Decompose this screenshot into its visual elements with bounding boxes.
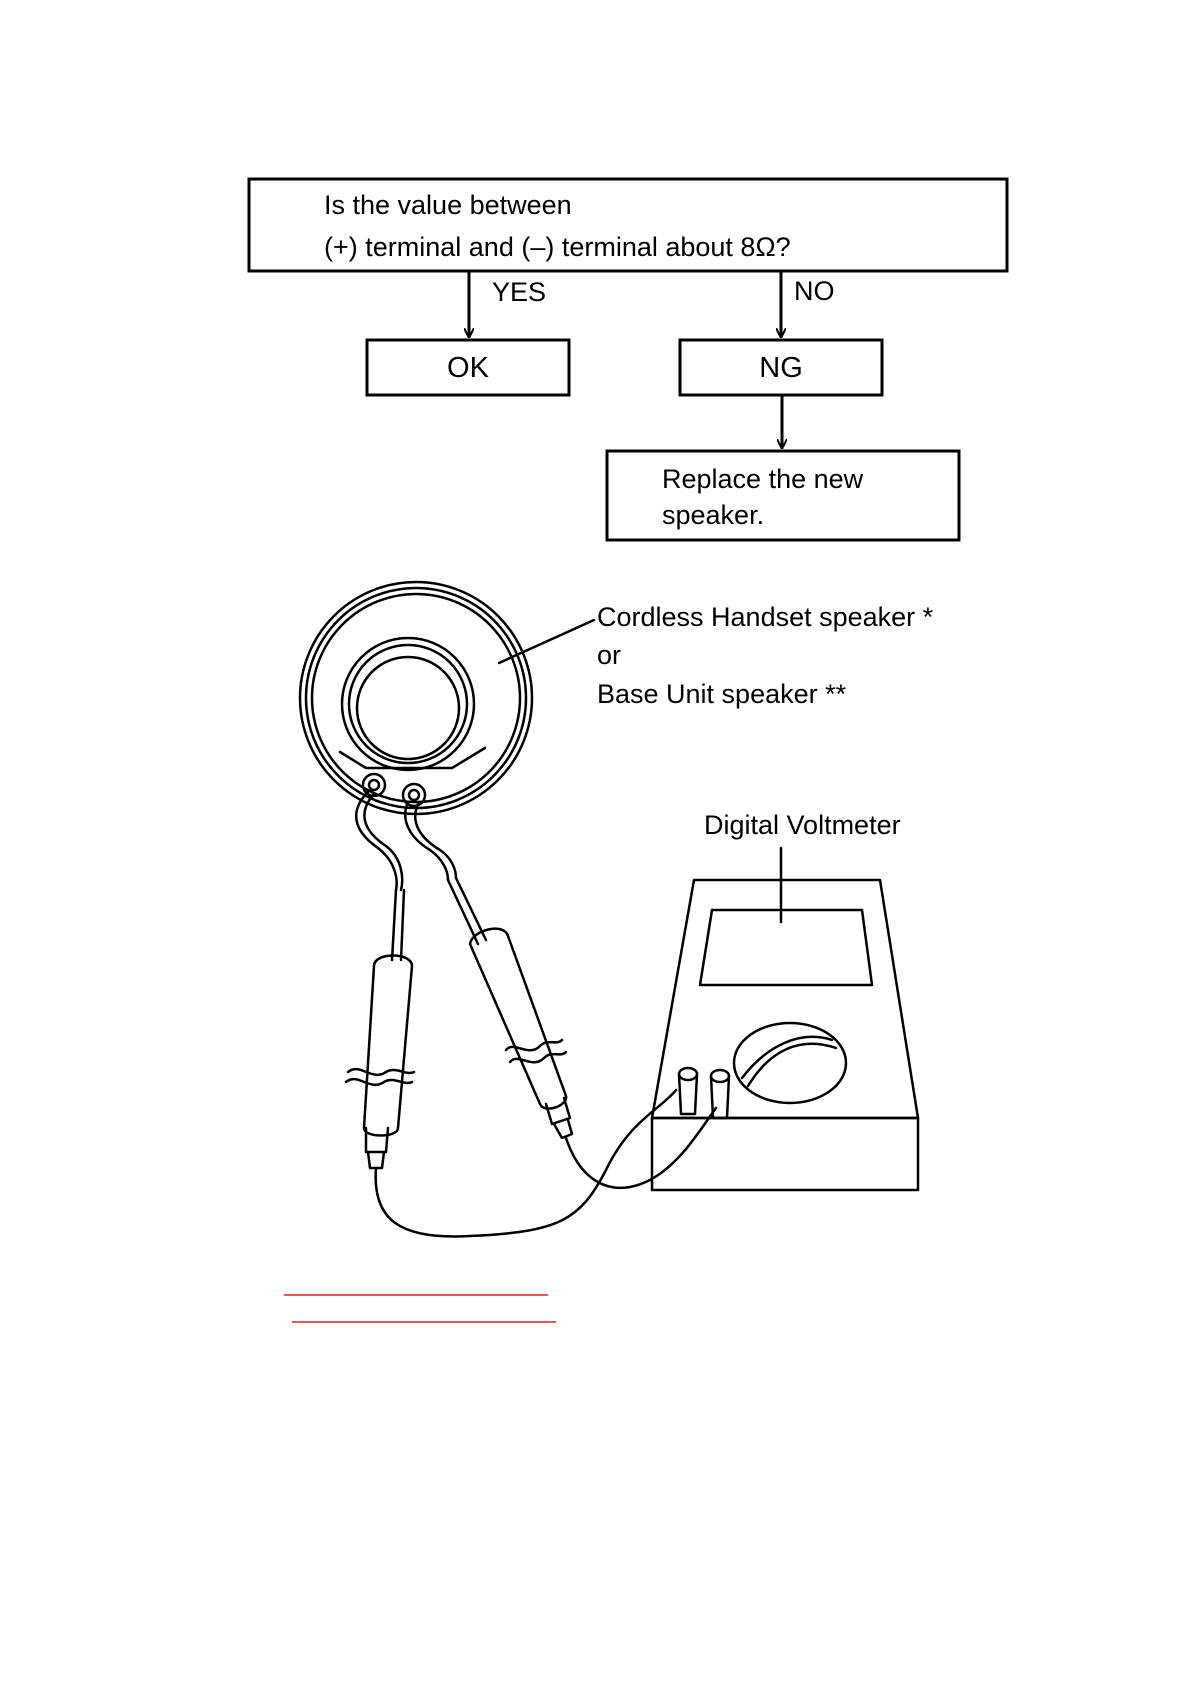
replace-line-2: speaker.: [662, 500, 764, 530]
meter-label: Digital Voltmeter: [704, 810, 901, 840]
ng-label: NG: [759, 352, 803, 384]
speaker-label-line-2: or: [597, 640, 621, 670]
question-line-2: (+) terminal and (–) terminal about 8Ω?: [324, 232, 791, 262]
ok-label: OK: [447, 352, 490, 384]
question-line-1: Is the value between: [324, 190, 572, 220]
replace-line-1: Replace the new: [662, 464, 864, 494]
yes-label: YES: [492, 277, 546, 307]
flowchart: Is the value between (+) terminal and (–…: [249, 179, 1007, 540]
no-label: NO: [794, 276, 835, 306]
speaker-illustration: [300, 582, 594, 814]
digital-voltmeter: [652, 848, 918, 1190]
probe-leads: [346, 792, 716, 1236]
speaker-label-line-3: Base Unit speaker **: [597, 679, 847, 709]
speaker-label-line-1: Cordless Handset speaker *: [597, 602, 934, 632]
